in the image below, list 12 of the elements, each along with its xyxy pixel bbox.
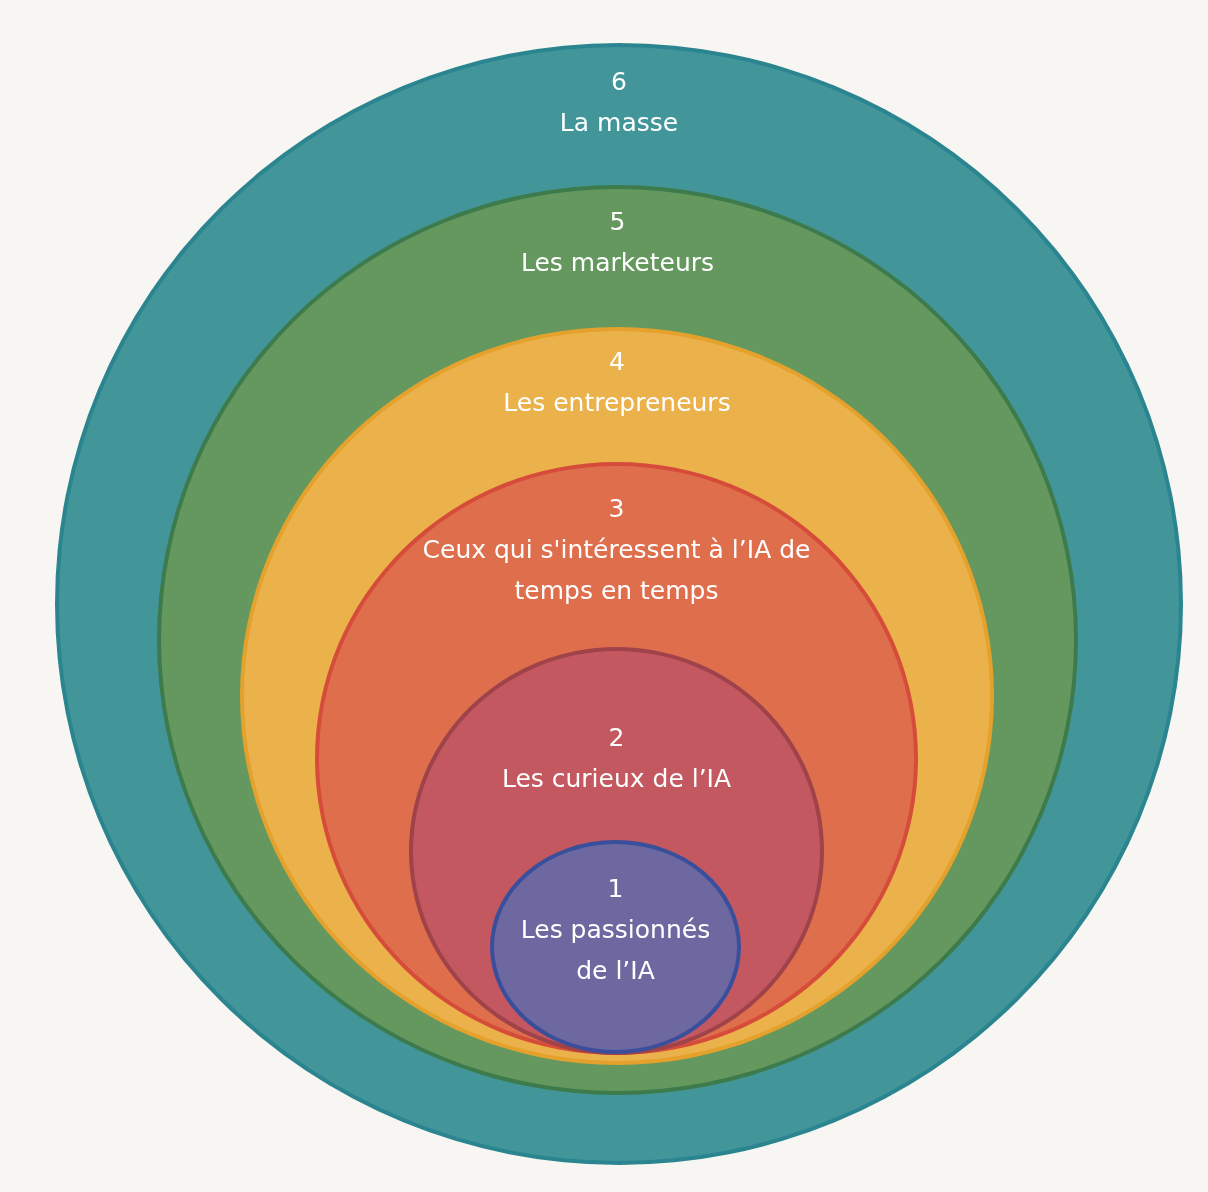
level-number: 1 [607,873,624,905]
group-label: Les passionnés de l’IA [519,914,712,987]
level-number: 5 [609,206,626,238]
group-label: Les entrepreneurs [503,387,731,419]
level-number: 4 [609,346,625,378]
group-label: Les curieux de l’IA [501,763,732,795]
group-label: La masse [559,107,679,139]
level-number: 6 [611,66,627,98]
level-number: 2 [608,722,625,754]
group-label: Les marketeurs [520,247,715,279]
level-number: 3 [608,493,625,525]
group-label: Ceux qui s'intéressent à l’IA de temps en temps [421,534,812,607]
